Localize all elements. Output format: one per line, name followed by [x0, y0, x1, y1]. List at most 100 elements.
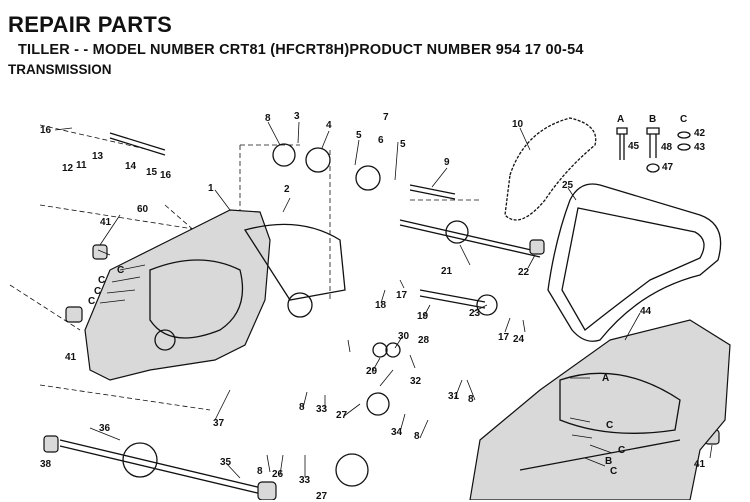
part-label: 45 [628, 141, 640, 152]
part-label: 28 [418, 335, 430, 346]
part-label: 16 [160, 170, 172, 181]
part-label: C [117, 265, 125, 276]
part-label: 9 [444, 157, 450, 168]
nut-47 [646, 163, 660, 173]
washer-43 [677, 143, 691, 151]
part-label: 47 [662, 162, 674, 173]
part-label: 27 [336, 410, 348, 421]
part-label: 5 [356, 130, 362, 141]
part-label: C [94, 286, 102, 297]
gear-29 [372, 342, 388, 358]
part-label: 32 [410, 376, 422, 387]
gear-23 [476, 294, 498, 316]
part-label: 42 [694, 128, 706, 139]
part-label: C [88, 296, 96, 307]
part-label: 33 [299, 475, 311, 486]
part-label: C [98, 275, 106, 286]
shaft-35 [59, 439, 271, 497]
part-label: 23 [469, 308, 481, 319]
part-label: 14 [125, 161, 137, 172]
page-title: REPAIR PARTS [8, 12, 173, 37]
part-label: 24 [513, 334, 525, 345]
part-label: 44 [640, 306, 652, 317]
part-label: 33 [316, 404, 328, 415]
part-label: 13 [92, 151, 104, 162]
part-label: C [618, 445, 626, 456]
part-label: 41 [694, 459, 706, 470]
part-label: 11 [76, 160, 87, 171]
part-label: 48 [661, 142, 673, 153]
part-label: 8 [414, 431, 420, 442]
part-label: 19 [417, 311, 429, 322]
chain-10 [504, 117, 597, 221]
part-label: 41 [100, 217, 112, 228]
part-label: 34 [391, 427, 403, 438]
shaft-21 [399, 219, 541, 258]
part-label: C [606, 420, 614, 431]
part-label: 8 [299, 402, 305, 413]
part-label: 1 [208, 183, 214, 194]
bushing-22 [529, 239, 545, 255]
gear-3 [272, 143, 296, 167]
part-label: 36 [99, 423, 111, 434]
part-label: A [602, 373, 610, 384]
part-label: C [680, 114, 688, 125]
part-label: 15 [146, 167, 158, 178]
bushing-38 [43, 435, 59, 453]
part-label: 5 [400, 139, 406, 150]
part-label: A [617, 114, 625, 125]
part-label: 8 [468, 394, 474, 405]
cover-44 [469, 319, 731, 500]
part-label: 4 [326, 120, 332, 131]
part-label: 17 [498, 332, 510, 343]
part-label: 17 [396, 290, 408, 301]
part-label: 12 [62, 163, 74, 174]
gear-21 [445, 220, 469, 244]
section-title: TRANSMISSION [8, 62, 112, 77]
part-label: 37 [213, 418, 225, 429]
part-label: 16 [40, 125, 52, 136]
gear-36 [122, 442, 158, 478]
part-label: 6 [378, 135, 384, 146]
housing-part [84, 209, 271, 381]
part-label: 8 [257, 466, 263, 477]
part-label: 2 [284, 184, 290, 195]
part-label: 43 [694, 142, 706, 153]
part-label: 10 [512, 119, 524, 130]
part-label: 21 [441, 266, 453, 277]
part-label: 7 [383, 112, 389, 123]
gasket-25 [547, 183, 722, 342]
gear-30 [385, 342, 401, 358]
bolt-b [646, 127, 660, 158]
part-label: 3 [294, 111, 300, 122]
part-label: 18 [375, 300, 387, 311]
part-label: 38 [40, 459, 52, 470]
part-label: 30 [398, 331, 410, 342]
part-label: 26 [272, 469, 284, 480]
part-label: 60 [137, 204, 149, 215]
part-label: 8 [265, 113, 271, 124]
part-label: C [610, 466, 618, 477]
shaft-19 [419, 289, 486, 309]
part-label: 41 [65, 352, 77, 363]
model-subtitle: TILLER - - MODEL NUMBER CRT81 (HFCRT8H)P… [18, 42, 584, 58]
part-label: 22 [518, 267, 530, 278]
shaft-14 [109, 132, 166, 156]
gear-27a [366, 392, 390, 416]
shaft-9 [409, 184, 456, 200]
bushing-41a [92, 244, 108, 260]
gear-4 [305, 147, 331, 173]
bolt-a [616, 127, 628, 160]
part-label: 27 [316, 491, 328, 502]
gear-6 [355, 165, 381, 191]
part-label: 25 [562, 180, 574, 191]
part-label: 35 [220, 457, 232, 468]
gear-27b [335, 453, 369, 487]
part-label: 29 [366, 366, 378, 377]
bushing-41b [65, 306, 83, 323]
part-label: 31 [448, 391, 460, 402]
part-label: B [605, 456, 613, 467]
part-label: B [649, 114, 657, 125]
collar-35 [257, 481, 277, 500]
